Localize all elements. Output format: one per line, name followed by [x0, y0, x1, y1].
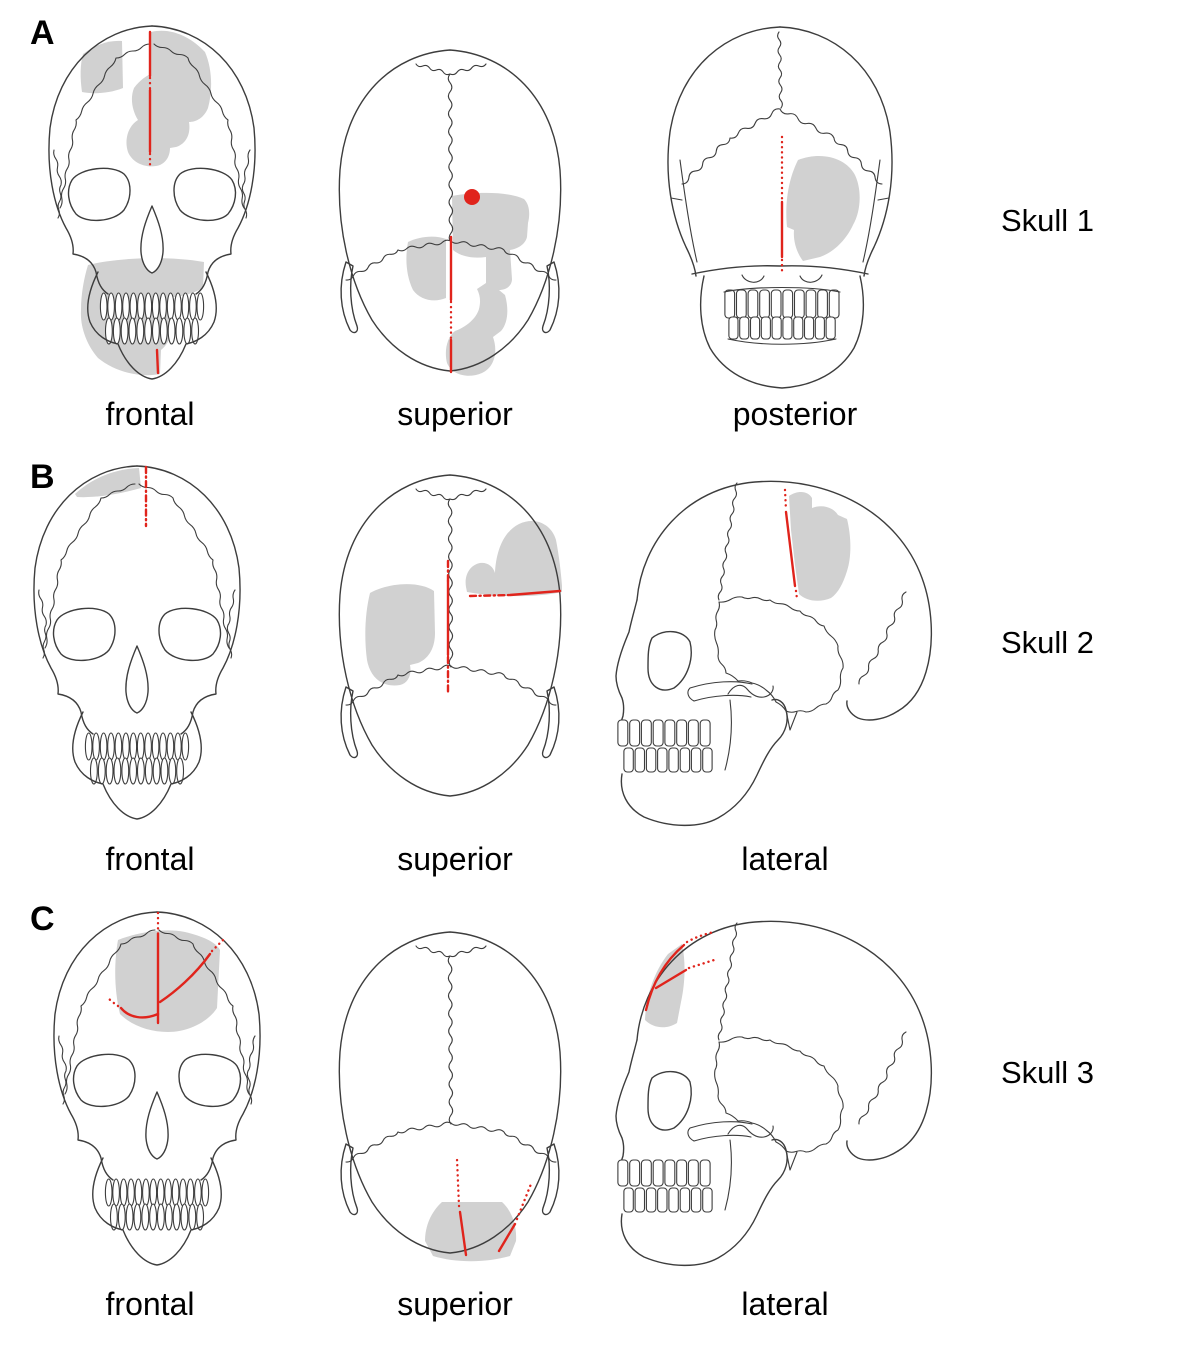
lesion-areas [365, 521, 562, 686]
view-label-b-lateral: lateral [741, 841, 829, 877]
skull-2-frontal-view [33, 465, 241, 820]
view-label-c-lateral: lateral [741, 1286, 829, 1322]
skull-3-superior-view [338, 931, 562, 1262]
skull-1-superior-view [338, 49, 562, 376]
lesion-areas [406, 192, 530, 376]
trauma-lines [783, 488, 799, 601]
panel-letter-c: C [30, 900, 55, 938]
lesion-areas [786, 156, 860, 261]
view-label-c-frontal: frontal [105, 1286, 195, 1322]
skull-3-lateral-view [615, 920, 933, 1267]
skull-2-superior-view [338, 474, 562, 797]
trauma-lines [644, 930, 716, 1012]
trauma-lines [446, 559, 562, 694]
trauma-lines [455, 1157, 533, 1257]
view-label-b-frontal: frontal [105, 841, 195, 877]
view-label-b-superior: superior [397, 841, 513, 877]
lesion-areas [425, 1202, 517, 1262]
trauma-lines [148, 30, 160, 375]
skull-2-lateral-view [615, 480, 933, 827]
skull-3-label: Skull 3 [1001, 1055, 1095, 1090]
lesion-areas [75, 468, 141, 498]
skull-1-frontal-view [48, 25, 256, 380]
panel-letter-b: B [30, 458, 55, 496]
skull-2-label: Skull 2 [1001, 625, 1095, 660]
impact-point-dot [464, 189, 480, 205]
view-label-c-superior: superior [397, 1286, 513, 1322]
trauma-lines [106, 911, 226, 1025]
view-label-a-superior: superior [397, 396, 513, 432]
view-label-a-posterior: posterior [732, 396, 858, 432]
lesion-areas [789, 492, 851, 601]
skull-1-label: Skull 1 [1001, 203, 1095, 238]
lesion-areas [645, 944, 685, 1028]
panel-letter-a: A [30, 14, 55, 52]
skull-3-frontal-view [53, 911, 261, 1266]
trauma-lines [449, 189, 480, 374]
view-label-a-frontal: frontal [105, 396, 195, 432]
skull-1-posterior-view [667, 26, 893, 389]
lesion-areas [115, 930, 220, 1032]
